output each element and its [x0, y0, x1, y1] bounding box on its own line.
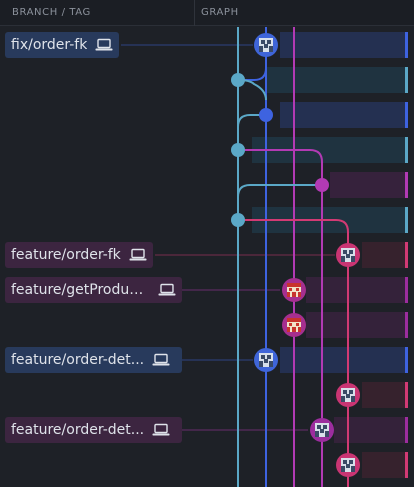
- branch-label-feature-order-det-2[interactable]: feature/order-det...: [5, 417, 182, 443]
- branch-name: feature/order-det...: [11, 352, 145, 368]
- commit-avatar-icon[interactable]: [310, 418, 334, 442]
- commit-avatar-icon[interactable]: [282, 278, 306, 302]
- branch-label-feature-order-fk[interactable]: feature/order-fk: [5, 242, 153, 268]
- merge-node[interactable]: [231, 143, 245, 157]
- laptop-icon: [129, 248, 147, 261]
- commit-avatar-icon[interactable]: [282, 313, 306, 337]
- row-accent-bars: [405, 32, 408, 478]
- branch-name: fix/order-fk: [11, 37, 88, 53]
- lane-lines: [237, 27, 349, 487]
- merge-node[interactable]: [231, 73, 245, 87]
- merge-node[interactable]: [315, 178, 329, 192]
- branch-name: feature/order-fk: [11, 247, 121, 263]
- commit-avatar-icon[interactable]: [336, 243, 360, 267]
- branch-name: feature/getProduc...: [11, 282, 151, 298]
- merge-node[interactable]: [259, 108, 273, 122]
- graph-column-header[interactable]: GRAPH: [201, 7, 239, 18]
- laptop-icon: [158, 283, 176, 296]
- label-connectors: [121, 44, 335, 431]
- branch-name: feature/order-det...: [11, 422, 145, 438]
- branch-label-fix-order-fk[interactable]: fix/order-fk: [5, 32, 120, 58]
- column-header: BRANCH / TAG GRAPH: [0, 0, 414, 26]
- branch-label-feature-order-det-1[interactable]: feature/order-det...: [5, 347, 182, 373]
- merge-node[interactable]: [231, 213, 245, 227]
- branch-tag-column-header[interactable]: BRANCH / TAG: [12, 7, 91, 18]
- branch-label-feature-getproduc[interactable]: feature/getProduc...: [5, 277, 182, 303]
- laptop-icon: [152, 423, 170, 436]
- commit-avatar-icon[interactable]: [336, 383, 360, 407]
- commit-avatar-icon[interactable]: [254, 348, 278, 372]
- laptop-icon: [152, 353, 170, 366]
- laptop-icon: [95, 38, 113, 51]
- commit-nodes: [231, 33, 360, 477]
- commit-avatar-icon[interactable]: [336, 453, 360, 477]
- commit-avatar-icon[interactable]: [254, 33, 278, 57]
- column-divider[interactable]: [194, 0, 195, 26]
